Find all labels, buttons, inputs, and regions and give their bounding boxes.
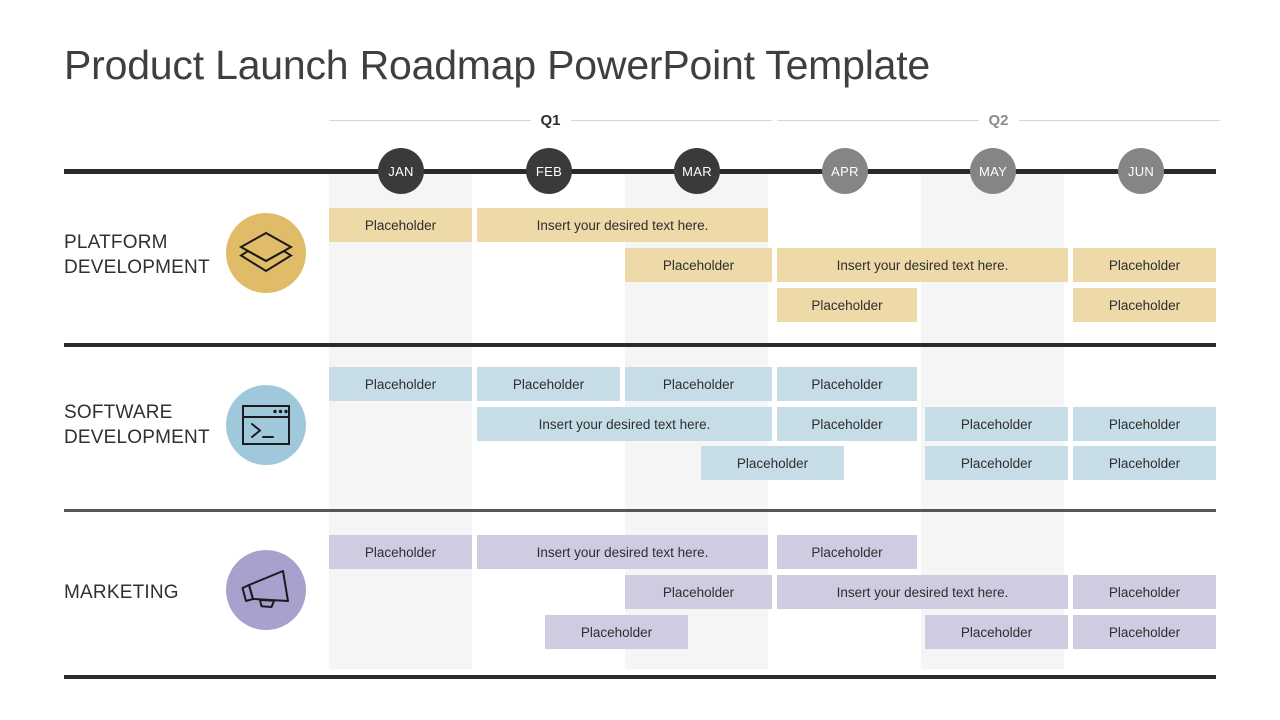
task-bar[interactable]: Placeholder	[1073, 407, 1216, 441]
megaphone-icon	[240, 567, 292, 613]
month-marker-jan[interactable]: JAN	[378, 148, 424, 194]
task-bar[interactable]: Placeholder	[701, 446, 844, 480]
task-bar-label: Placeholder	[736, 455, 809, 471]
month-label: MAY	[978, 163, 1008, 179]
task-bar[interactable]: Placeholder	[329, 535, 472, 569]
month-label: FEB	[535, 163, 563, 179]
task-bar[interactable]: Placeholder	[1073, 575, 1216, 609]
task-bar[interactable]: Placeholder	[625, 248, 772, 282]
task-bar[interactable]: Placeholder	[329, 208, 472, 242]
month-marker-jun[interactable]: JUN	[1118, 148, 1164, 194]
task-bar[interactable]: Placeholder	[1073, 446, 1216, 480]
task-bar-label: Placeholder	[580, 624, 653, 640]
month-label: MAR	[682, 163, 712, 179]
month-label: APR	[831, 163, 859, 179]
task-bar[interactable]: Placeholder	[777, 288, 917, 322]
task-bar-label: Placeholder	[1108, 455, 1181, 471]
task-bar-label: Placeholder	[1108, 624, 1181, 640]
quarter-rule-right	[570, 119, 773, 121]
page-title: Product Launch Roadmap PowerPoint Templa…	[64, 42, 931, 88]
quarter-header-q1: Q1	[329, 110, 773, 130]
task-bar[interactable]: Placeholder	[777, 407, 917, 441]
task-bar[interactable]: Placeholder	[625, 575, 772, 609]
task-bar[interactable]: Placeholder	[545, 615, 688, 649]
row-label-line: DEVELOPMENT	[64, 257, 210, 278]
month-marker-apr[interactable]: APR	[822, 148, 868, 194]
task-bar-label: Placeholder	[811, 416, 883, 432]
task-bar-label: Placeholder	[1108, 416, 1181, 432]
terminal-icon-badge	[226, 385, 306, 465]
task-bar-label: Insert your desired text here.	[536, 217, 709, 233]
task-bar[interactable]: Placeholder	[477, 367, 620, 401]
task-bar-label: Placeholder	[364, 217, 437, 233]
task-bar-label: Placeholder	[364, 376, 437, 392]
quarter-rule-left	[777, 119, 979, 121]
task-bar-label: Placeholder	[811, 297, 883, 313]
task-bar[interactable]: Placeholder	[777, 367, 917, 401]
task-bar-label: Placeholder	[960, 455, 1033, 471]
task-bar[interactable]: Insert your desired text here.	[477, 535, 768, 569]
task-bar[interactable]: Placeholder	[925, 615, 1068, 649]
task-bar[interactable]: Placeholder	[625, 367, 772, 401]
month-marker-mar[interactable]: MAR	[674, 148, 720, 194]
month-label: JAN	[388, 163, 414, 179]
quarter-rule-right	[1018, 119, 1221, 121]
quarter-label: Q2	[988, 111, 1009, 129]
quarter-rule-left	[329, 119, 531, 121]
task-bar[interactable]: Placeholder	[329, 367, 472, 401]
layers-icon	[238, 230, 294, 276]
task-bar[interactable]: Insert your desired text here.	[777, 575, 1068, 609]
row-label-line: SOFTWARE	[64, 402, 173, 423]
task-bar[interactable]: Placeholder	[1073, 248, 1216, 282]
month-marker-feb[interactable]: FEB	[526, 148, 572, 194]
task-bar-label: Placeholder	[1108, 297, 1181, 313]
column-stripe	[329, 174, 472, 669]
task-bar-label: Placeholder	[960, 416, 1033, 432]
row-label-platform-development: PLATFORM DEVELOPMENT	[64, 230, 210, 280]
quarter-label: Q1	[540, 111, 561, 129]
task-bar[interactable]: Placeholder	[1073, 615, 1216, 649]
row-divider	[64, 675, 1216, 679]
task-bar-label: Placeholder	[364, 544, 437, 560]
task-bar[interactable]: Placeholder	[925, 407, 1068, 441]
task-bar[interactable]: Insert your desired text here.	[477, 407, 772, 441]
month-marker-may[interactable]: MAY	[970, 148, 1016, 194]
row-label-line: DEVELOPMENT	[64, 427, 210, 448]
task-bar[interactable]: Placeholder	[1073, 288, 1216, 322]
task-bar-label: Placeholder	[662, 584, 735, 600]
task-bar-label: Placeholder	[960, 624, 1033, 640]
row-divider	[64, 509, 1216, 512]
row-label-marketing: MARKETING	[64, 580, 179, 605]
quarter-header-q2: Q2	[777, 110, 1221, 130]
task-bar-label: Placeholder	[662, 376, 735, 392]
timeline-axis	[64, 169, 1216, 174]
task-bar-label: Insert your desired text here.	[536, 544, 709, 560]
task-bar-label: Insert your desired text here.	[836, 584, 1009, 600]
task-bar-label: Placeholder	[1108, 584, 1181, 600]
task-bar-label: Placeholder	[512, 376, 585, 392]
task-bar[interactable]: Placeholder	[777, 535, 917, 569]
row-label-line: PLATFORM	[64, 232, 168, 253]
task-bar[interactable]: Insert your desired text here.	[777, 248, 1068, 282]
layers-icon-badge	[226, 213, 306, 293]
row-divider	[64, 343, 1216, 347]
task-bar-label: Placeholder	[1108, 257, 1181, 273]
terminal-icon	[241, 403, 291, 447]
task-bar-label: Placeholder	[811, 544, 883, 560]
month-label: JUN	[1127, 163, 1155, 179]
row-label-line: MARKETING	[64, 582, 179, 603]
task-bar-label: Placeholder	[811, 376, 883, 392]
task-bar-label: Insert your desired text here.	[836, 257, 1009, 273]
task-bar[interactable]: Placeholder	[925, 446, 1068, 480]
task-bar-label: Insert your desired text here.	[538, 416, 711, 432]
megaphone-icon-badge	[226, 550, 306, 630]
task-bar[interactable]: Insert your desired text here.	[477, 208, 768, 242]
task-bar-label: Placeholder	[662, 257, 735, 273]
row-label-software-development: SOFTWARE DEVELOPMENT	[64, 400, 210, 450]
